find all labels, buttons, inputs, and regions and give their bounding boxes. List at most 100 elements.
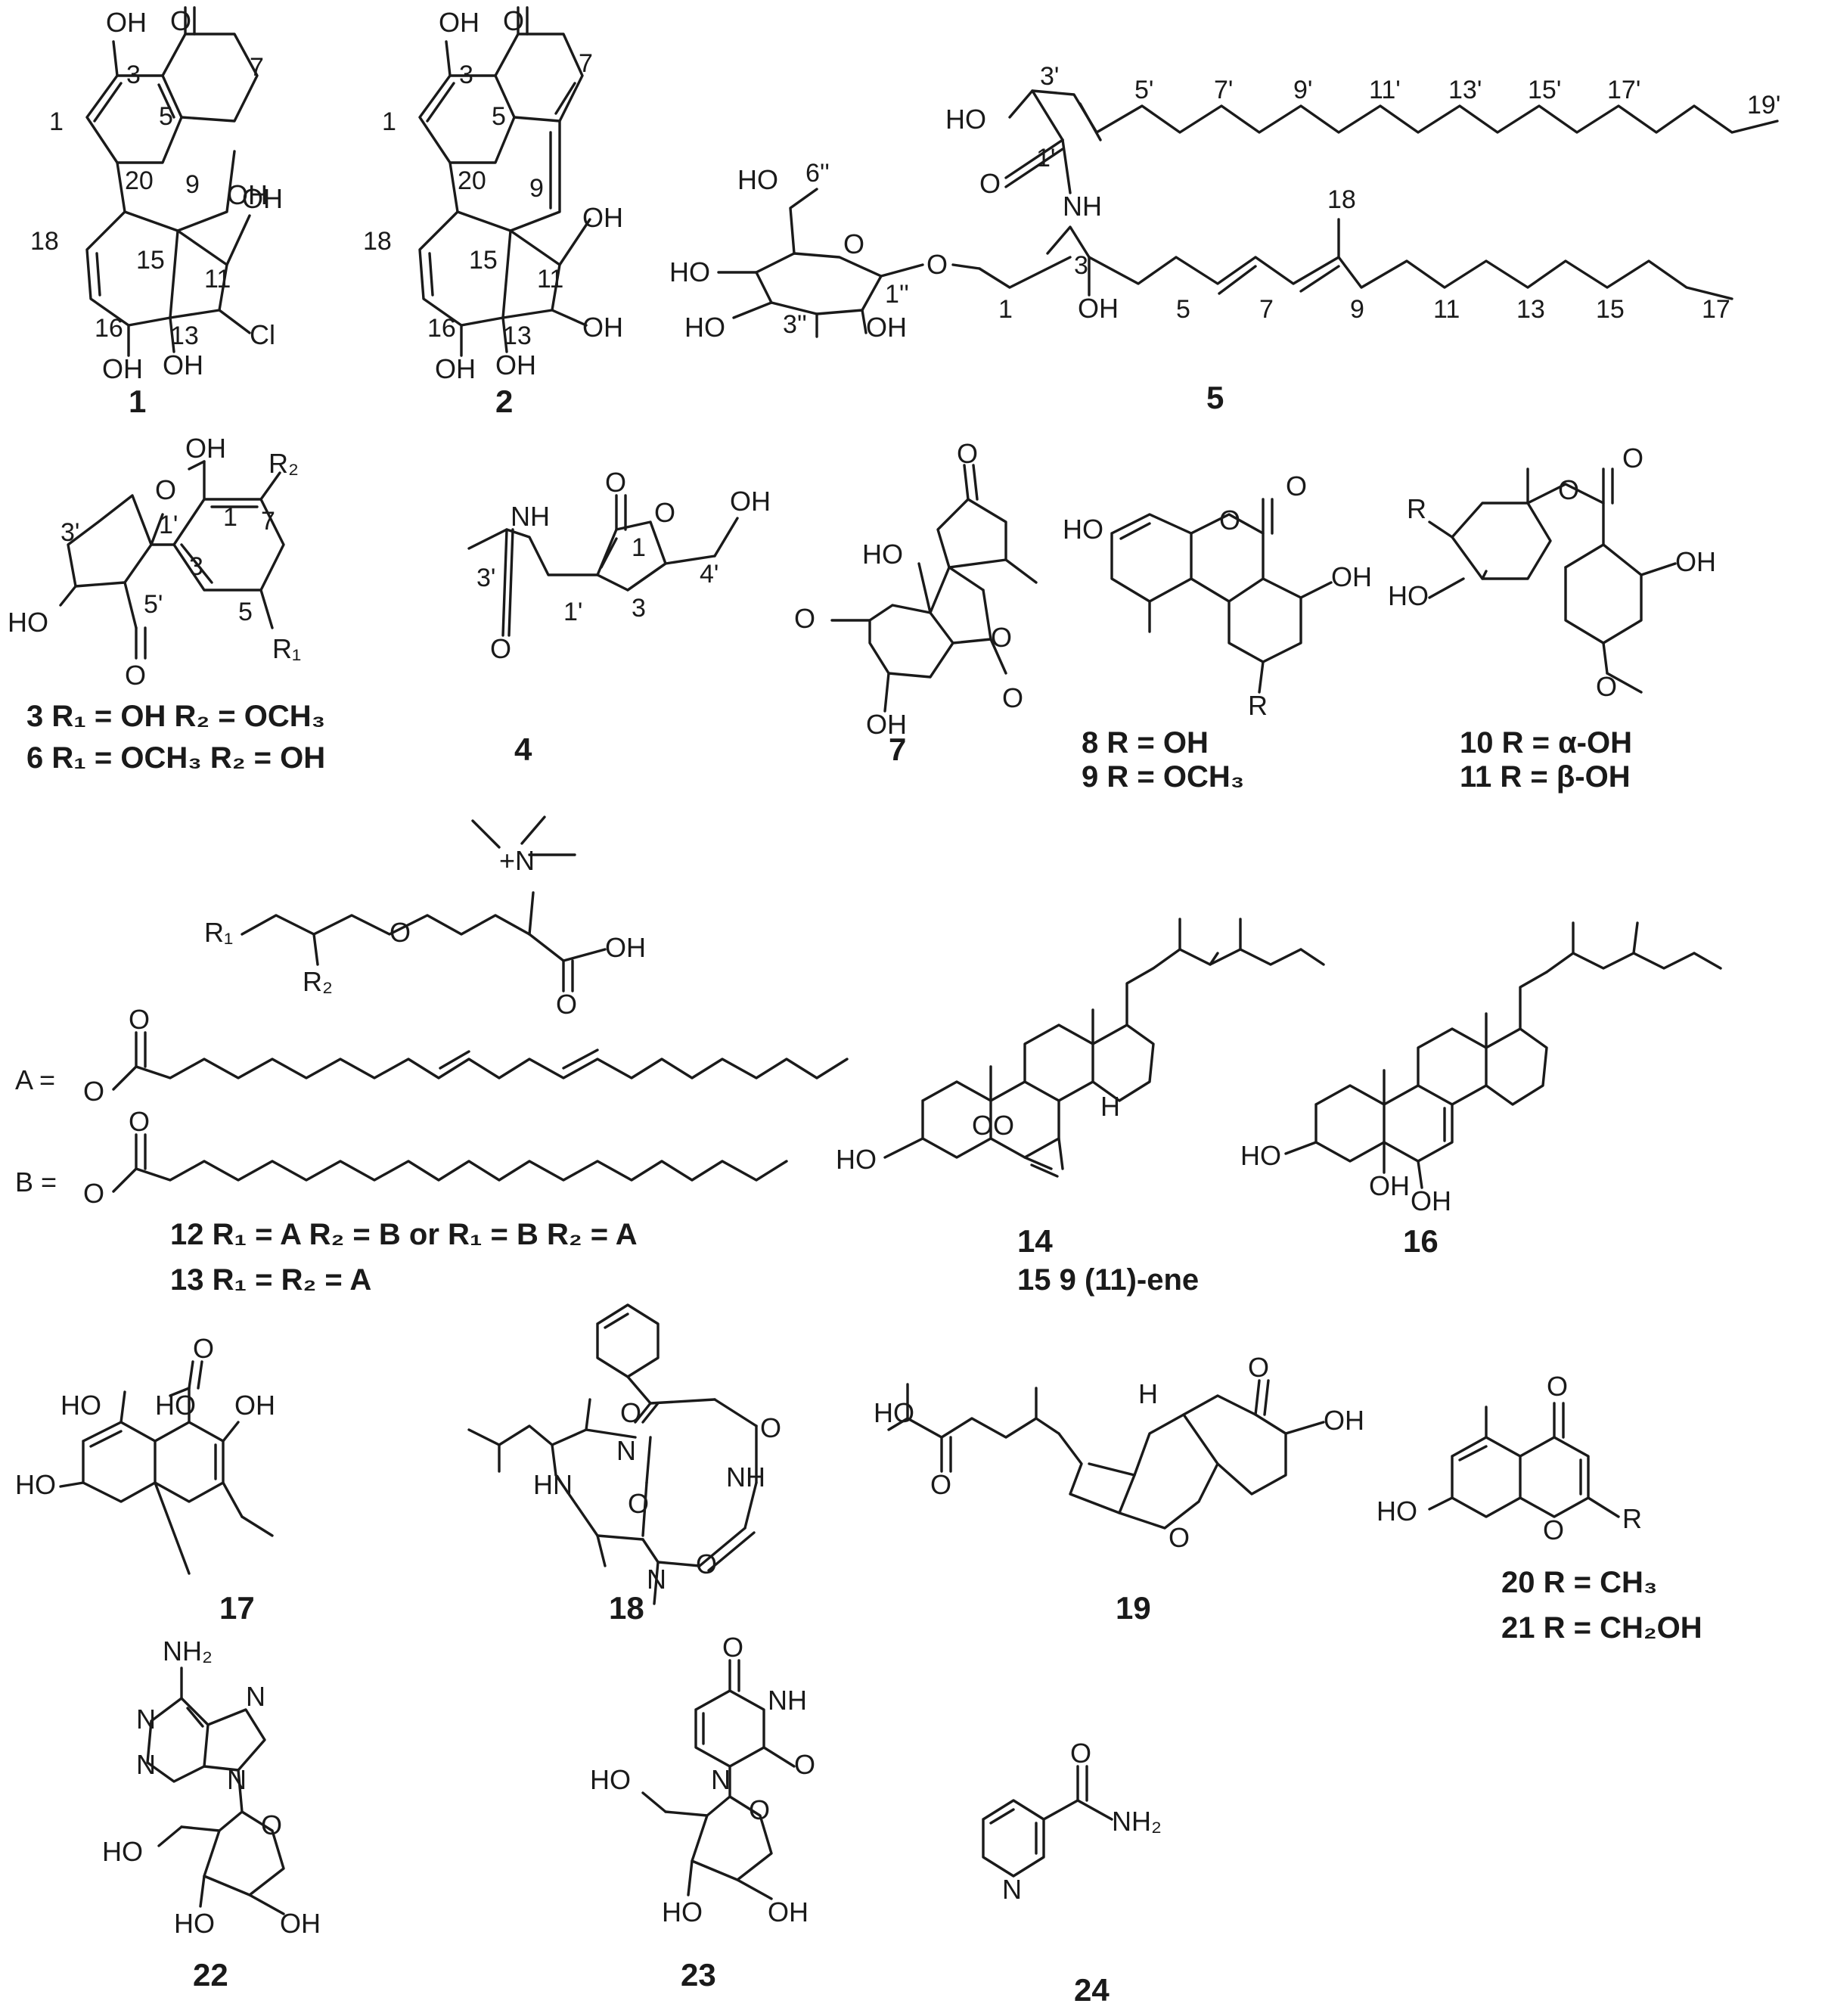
- compound-id: 24: [1074, 1972, 1110, 2008]
- locant: 1'': [885, 280, 909, 309]
- locant: 5: [238, 598, 253, 626]
- atom-label: OH: [1331, 561, 1372, 592]
- locant: 3: [189, 552, 203, 581]
- atom-label: NH₂: [163, 1635, 213, 1667]
- atom-label: N: [711, 1764, 731, 1795]
- locant: 19': [1747, 91, 1780, 120]
- locant: 5: [492, 102, 506, 131]
- atom-label: OH: [234, 1390, 275, 1421]
- locant: 9: [185, 170, 200, 199]
- atom-label: NH: [768, 1685, 807, 1716]
- structure-24: [982, 1765, 1113, 1878]
- atom-label: HO: [590, 1764, 631, 1795]
- compound-id: 1: [129, 384, 146, 419]
- atom-label: O: [1558, 474, 1579, 505]
- locant: 1: [382, 107, 396, 136]
- atom-label: HO: [945, 104, 986, 135]
- caption-21: 21 R = CH₂OH: [1501, 1611, 1702, 1645]
- locant: 11': [1369, 76, 1401, 104]
- atom-label: OH: [1324, 1405, 1364, 1436]
- locant: 11: [1433, 295, 1460, 324]
- atom-label: HO: [862, 539, 903, 570]
- atom-label: N: [647, 1564, 666, 1595]
- atom-label: HO: [174, 1908, 215, 1939]
- locant: 17': [1607, 76, 1640, 104]
- locant: 4': [700, 560, 719, 589]
- locant: 15: [136, 246, 165, 275]
- compound-id: 14: [1017, 1223, 1053, 1259]
- atom-label: O: [193, 1333, 214, 1364]
- structure-3: [59, 460, 285, 660]
- atom-label: O: [794, 603, 815, 634]
- atom-label: R: [1407, 493, 1426, 524]
- atom-label: Cl: [250, 319, 275, 350]
- atom-label: HO: [669, 256, 710, 287]
- compound-id: 7: [889, 732, 906, 767]
- locant: 15: [1596, 295, 1625, 324]
- atom-label: O: [170, 5, 191, 36]
- structure-18: [467, 1303, 758, 1605]
- atom-label: NH: [511, 501, 550, 532]
- atom-label: O: [654, 497, 675, 528]
- atom-label: O: [556, 989, 577, 1020]
- locant: 7': [1214, 76, 1233, 104]
- locant: 3: [1074, 251, 1088, 280]
- locant: 3'': [783, 310, 807, 339]
- locant: 16: [427, 314, 456, 343]
- atom-label: OH: [866, 709, 907, 740]
- atom-label: HO: [1388, 580, 1429, 611]
- locant: 5: [1176, 295, 1190, 324]
- locant: 1: [49, 107, 64, 136]
- atom-label: NH: [1063, 191, 1102, 222]
- atom-label: O: [1622, 443, 1643, 474]
- locant: 3': [476, 564, 495, 592]
- atom-label: OH: [242, 183, 283, 214]
- atom-label: HN: [533, 1469, 573, 1500]
- atom-label: O: [1248, 1352, 1269, 1383]
- locant: 9: [1350, 295, 1364, 324]
- atom-label: OH: [730, 486, 771, 517]
- atom-label: N: [1002, 1874, 1022, 1905]
- locant: 15: [469, 246, 498, 275]
- atom-label: OH: [495, 349, 536, 381]
- compound-id: 18: [609, 1590, 644, 1626]
- atom-label: HO: [836, 1144, 877, 1175]
- compound-id: 4: [514, 732, 532, 767]
- locant: 11: [204, 265, 231, 294]
- compound-id: 17: [219, 1590, 255, 1626]
- locant: 1: [998, 295, 1013, 324]
- atom-label: R: [1248, 690, 1268, 721]
- atom-label: O: [490, 633, 511, 664]
- atom-label: N: [616, 1435, 636, 1466]
- atom-label: O: [979, 168, 1001, 199]
- locant: 13': [1448, 76, 1482, 104]
- atom-label: HO: [155, 1390, 196, 1421]
- caption-10: 10 R = α-OH: [1460, 726, 1632, 759]
- atom-label: O: [83, 1076, 104, 1107]
- atom-label: N: [246, 1681, 265, 1712]
- structure-20: [1428, 1402, 1620, 1518]
- atom-label: O: [1286, 471, 1307, 502]
- atom-label: R: [1622, 1503, 1642, 1534]
- atom-label: O: [926, 249, 948, 280]
- atom-label: OH: [185, 433, 226, 464]
- locant: 7: [250, 53, 264, 82]
- atom-label: HO: [737, 164, 778, 195]
- atom-label: O: [129, 1004, 150, 1035]
- atom-label: O: [930, 1469, 951, 1500]
- locant: 20: [125, 166, 154, 195]
- structure-1: [85, 6, 259, 357]
- locant: 15': [1528, 76, 1561, 104]
- structure-19: [887, 1379, 1325, 1530]
- atom-label: O: [749, 1794, 770, 1825]
- atom-label: OH: [582, 202, 623, 233]
- atom-label: O: [261, 1809, 282, 1840]
- atom-label: O: [696, 1548, 717, 1580]
- atom-label: O: [125, 660, 146, 691]
- atom-label: OH: [1411, 1185, 1451, 1216]
- locant: 5': [1134, 76, 1153, 104]
- atom-label: R₁: [272, 633, 301, 664]
- atom-label: HO: [102, 1836, 143, 1867]
- atom-label: OH: [605, 932, 646, 963]
